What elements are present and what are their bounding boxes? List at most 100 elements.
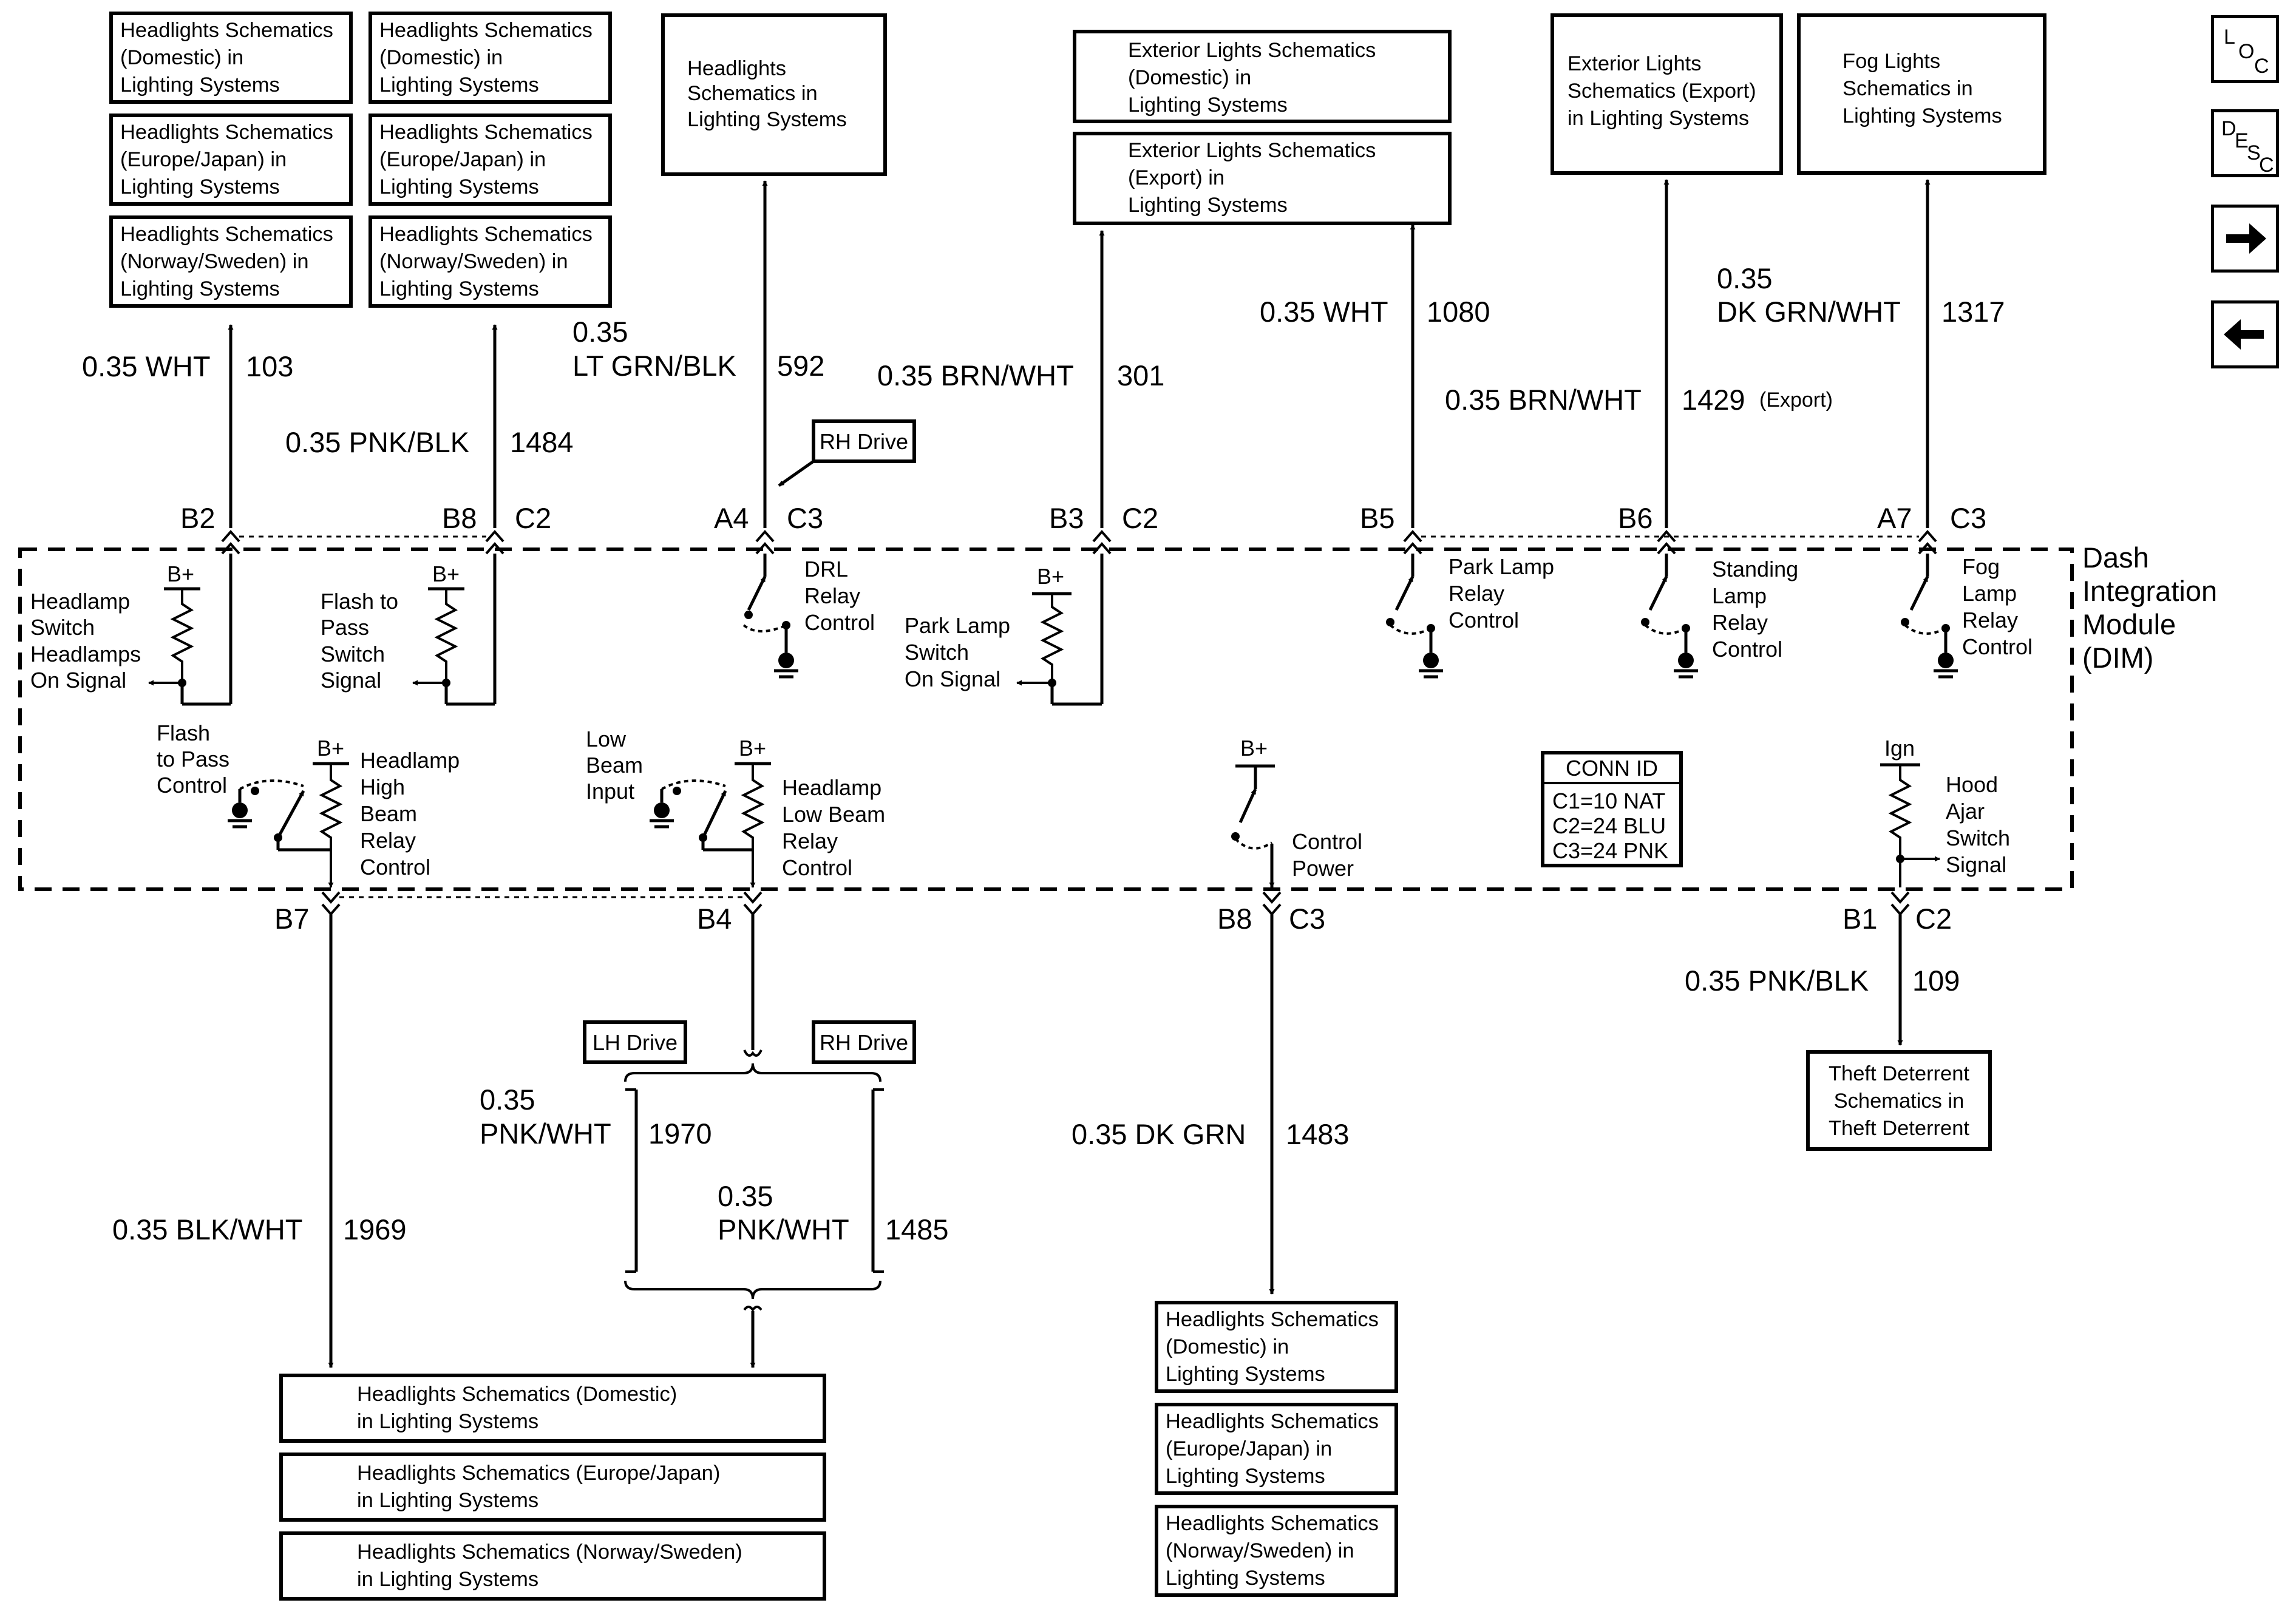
svg-text:1080: 1080 <box>1427 296 1490 328</box>
arrow-right-icon <box>2226 223 2266 254</box>
svg-text:Switch: Switch <box>1946 825 2010 850</box>
svg-text:Lighting Systems: Lighting Systems <box>120 175 280 198</box>
svg-text:B7: B7 <box>274 903 310 935</box>
svg-text:Ign: Ign <box>1884 736 1915 761</box>
lh-rh-drive-branch: LH Drive RH Drive <box>583 914 916 1368</box>
svg-text:Lighting Systems: Lighting Systems <box>379 73 539 97</box>
box-headlights-col1[interactable]: Headlights Schematics (Domestic) in Ligh… <box>109 12 353 308</box>
svg-text:Lighting Systems: Lighting Systems <box>1128 194 1288 217</box>
svg-text:Headlights Schematics: Headlights Schematics <box>1166 1410 1379 1433</box>
svg-text:1970: 1970 <box>648 1117 712 1150</box>
svg-text:0.35: 0.35 <box>1717 262 1772 294</box>
box-bottom-mid-headlights[interactable]: Headlights Schematics (Domestic) in Ligh… <box>1155 1301 1398 1597</box>
svg-text:(Europe/Japan) in: (Europe/Japan) in <box>120 148 287 171</box>
svg-text:0.35: 0.35 <box>480 1083 535 1116</box>
svg-text:592: 592 <box>777 350 824 382</box>
dim-module-outline <box>18 547 2074 891</box>
svg-text:Fog: Fog <box>1962 554 2000 579</box>
svg-text:Lighting Systems: Lighting Systems <box>1166 1567 1325 1590</box>
svg-text:Exterior Lights Schematics: Exterior Lights Schematics <box>1128 139 1376 162</box>
loc-button[interactable]: L O C <box>2211 15 2279 83</box>
box-fog-lights[interactable]: Fog Lights Schematics in Lighting System… <box>1797 13 2046 175</box>
svg-text:Relay: Relay <box>782 829 838 853</box>
high-beam-relay-control: Flash to Pass Control B+ Headlamp High B… <box>157 720 460 888</box>
wire-592: 0.35 LT GRN/BLK 592 <box>572 180 824 528</box>
box-exterior-lights[interactable]: Exterior Lights Schematics (Domestic) in… <box>1073 30 1452 225</box>
svg-text:Standing: Standing <box>1712 557 1798 581</box>
svg-text:On Signal: On Signal <box>905 666 1000 691</box>
svg-text:Headlamp: Headlamp <box>782 775 881 800</box>
svg-text:1483: 1483 <box>1286 1118 1350 1150</box>
svg-text:0.35 PNK/BLK: 0.35 PNK/BLK <box>285 426 469 458</box>
loc-letter-o: O <box>2238 40 2255 63</box>
box-headlights-col2[interactable]: Headlights Schematics (Domestic) in Ligh… <box>369 12 612 308</box>
svg-text:Hood: Hood <box>1946 772 1998 797</box>
svg-text:Lighting Systems: Lighting Systems <box>1166 1465 1325 1488</box>
svg-text:Relay: Relay <box>1712 610 1768 635</box>
svg-text:in Lighting Systems: in Lighting Systems <box>357 1410 538 1433</box>
wire-103: 0.35 WHT 103 <box>82 324 293 528</box>
svg-text:Ajar: Ajar <box>1946 799 1985 824</box>
svg-text:Lamp: Lamp <box>1712 583 1767 608</box>
box-headlights-single[interactable]: Headlights Schematics in Lighting System… <box>661 13 887 176</box>
svg-text:On Signal: On Signal <box>30 668 126 693</box>
svg-text:C3: C3 <box>787 502 823 534</box>
dim-module-label: Dash Integration Module (DIM) <box>2082 541 2217 674</box>
box-bottom-left-headlights[interactable]: Headlights Schematics (Domestic) in Ligh… <box>279 1374 826 1601</box>
drl-relay-control: DRL Relay Control <box>742 554 875 679</box>
svg-text:B8: B8 <box>1217 903 1252 935</box>
svg-text:Low: Low <box>586 727 627 751</box>
svg-text:C2=24 BLU: C2=24 BLU <box>1552 813 1666 838</box>
svg-text:Headlights Schematics: Headlights Schematics <box>1166 1308 1379 1331</box>
svg-text:B+: B+ <box>317 736 344 761</box>
svg-text:Input: Input <box>586 779 634 804</box>
svg-text:DRL: DRL <box>804 557 848 581</box>
svg-text:B+: B+ <box>739 736 766 761</box>
svg-text:B+: B+ <box>1037 564 1064 589</box>
svg-text:Beam: Beam <box>586 753 643 778</box>
svg-text:Headlights Schematics: Headlights Schematics <box>379 19 593 42</box>
svg-text:Relay: Relay <box>804 583 860 608</box>
svg-text:Lighting Systems: Lighting Systems <box>120 277 280 300</box>
svg-text:1969: 1969 <box>343 1213 407 1246</box>
svg-text:Control: Control <box>360 855 430 880</box>
wire-1970: 0.35 PNK/WHT 1970 <box>480 1083 712 1150</box>
desc-button[interactable]: D E S C <box>2211 109 2279 177</box>
control-power: B+ Control Power <box>1231 736 1362 888</box>
svg-text:LT GRN/BLK: LT GRN/BLK <box>572 350 736 382</box>
standing-lamp-relay-control: Standing Lamp Relay Control <box>1641 554 1798 679</box>
svg-text:B+: B+ <box>432 561 460 586</box>
svg-text:Headlights Schematics: Headlights Schematics <box>120 19 333 42</box>
svg-text:1485: 1485 <box>885 1213 949 1246</box>
wire-1317: 0.35 DK GRN/WHT 1317 <box>1717 179 2005 528</box>
box-theft-deterrent[interactable]: Theft Deterrent Schematics in Theft Dete… <box>1806 1050 1992 1151</box>
svg-text:RH Drive: RH Drive <box>820 1030 908 1055</box>
svg-text:Lighting Systems: Lighting Systems <box>1166 1363 1325 1386</box>
next-button[interactable] <box>2211 205 2279 273</box>
svg-text:B5: B5 <box>1360 502 1395 534</box>
svg-text:C2: C2 <box>1122 502 1158 534</box>
prev-button[interactable] <box>2211 300 2279 368</box>
svg-text:(Domestic) in: (Domestic) in <box>1166 1335 1289 1358</box>
svg-text:A7: A7 <box>1877 502 1912 534</box>
svg-text:301: 301 <box>1117 359 1164 392</box>
rh-drive-tag-top: RH Drive <box>778 419 916 487</box>
svg-text:Signal: Signal <box>321 668 381 693</box>
svg-text:B+: B+ <box>167 561 194 586</box>
box-exterior-lights-export[interactable]: Exterior Lights Schematics (Export) in L… <box>1550 13 1783 175</box>
svg-text:(Domestic) in: (Domestic) in <box>120 46 243 69</box>
svg-text:Control: Control <box>157 773 227 798</box>
svg-text:1484: 1484 <box>510 426 574 458</box>
svg-text:B3: B3 <box>1049 502 1084 534</box>
wire-1483: 0.35 DK GRN 1483 <box>1072 914 1350 1295</box>
conn-id-table: CONN ID C1=10 NAT C2=24 BLU C3=24 PNK <box>1541 751 1683 867</box>
svg-text:Headlights Schematics (Norway/: Headlights Schematics (Norway/Sweden) <box>357 1541 742 1564</box>
svg-text:0.35: 0.35 <box>572 316 628 348</box>
wire-1485: 0.35 PNK/WHT 1485 <box>718 1180 949 1246</box>
desc-letter-d: D <box>2221 117 2237 140</box>
svg-text:0.35 WHT: 0.35 WHT <box>1260 296 1388 328</box>
svg-text:PNK/WHT: PNK/WHT <box>718 1213 849 1246</box>
svg-text:Schematics in: Schematics in <box>687 82 818 105</box>
svg-text:Flash: Flash <box>157 720 210 745</box>
